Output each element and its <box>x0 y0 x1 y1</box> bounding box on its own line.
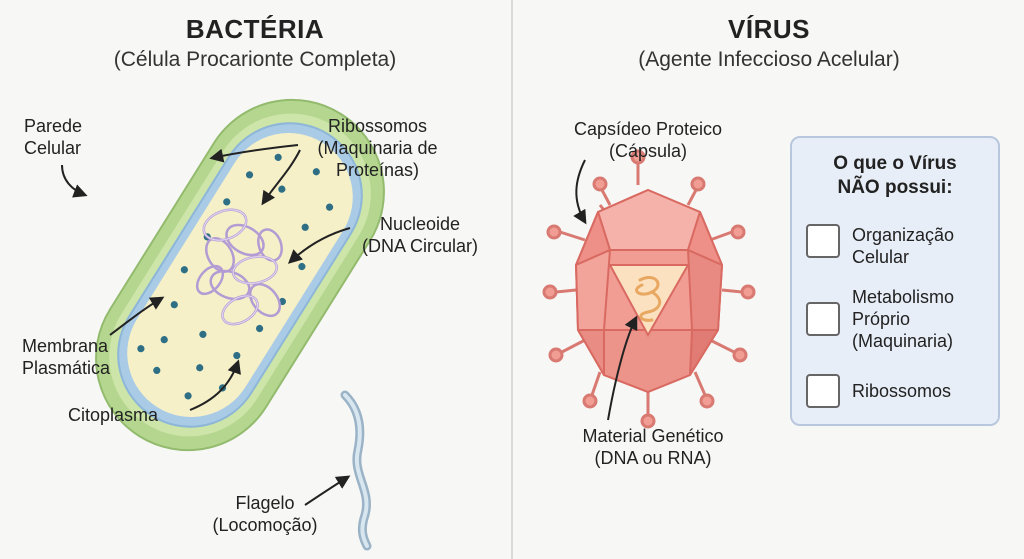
virus-spikes <box>542 149 756 429</box>
panel-divider <box>511 0 513 559</box>
missing-item-metabolismo: Metabolismo Próprio (Maquinaria) <box>806 286 954 352</box>
missing-item-organizacao: Organização Celular <box>806 224 954 268</box>
label-flagelo: Flagelo (Locomoção) <box>212 493 318 535</box>
x-mark-icon <box>806 374 840 408</box>
arrow-membrana <box>109 296 165 336</box>
label-parede: Parede Celular <box>24 116 83 158</box>
bacteria-panel: BACTÉRIA (Célula Procarionte Completa) <box>0 0 510 559</box>
virus-core <box>608 264 690 338</box>
arrow-parede <box>61 164 88 198</box>
arrow-capsideo <box>573 159 587 225</box>
label-citoplasma: Citoplasma <box>68 405 159 425</box>
missing-item-ribossomos: Ribossomos <box>806 374 951 408</box>
label-nucleoide: Nucleoide (DNA Circular) <box>361 214 478 256</box>
arrow-ribossomos-1 <box>209 144 299 163</box>
missing-features-box: O que o Vírus NÃO possui: Organização Ce… <box>790 136 1000 426</box>
arrow-flagelo <box>304 475 351 506</box>
x-mark-icon <box>806 224 840 258</box>
arrow-material <box>607 315 638 421</box>
x-mark-icon <box>806 302 840 336</box>
genetic-material <box>635 276 662 322</box>
virus-subtitle: (Agente Infeccioso Acelular) <box>638 48 900 71</box>
bacteria-title: BACTÉRIA <box>185 14 325 44</box>
virus-title: VÍRUS <box>728 14 810 44</box>
arrow-nucleoide <box>287 227 351 264</box>
label-capsideo: Capsídeo Proteico (Cápsula) <box>573 119 723 161</box>
label-material-genetico: Material Genético (DNA ou RNA) <box>582 426 724 468</box>
virus-capsid <box>575 189 723 393</box>
arrow-ribossomos-2 <box>261 149 301 206</box>
virus-panel: VÍRUS (Agente Infeccioso Acelular) <box>514 0 1024 559</box>
bacteria-subtitle: (Célula Procarionte Completa) <box>113 48 397 71</box>
arrow-citoplasma <box>189 359 241 411</box>
label-membrana: Membrana Plasmática <box>22 336 111 378</box>
label-ribossomos: Ribossomos (Maquinaria de Proteínas) <box>317 116 438 180</box>
missing-box-title: O que o Vírus NÃO possui: <box>833 153 957 198</box>
